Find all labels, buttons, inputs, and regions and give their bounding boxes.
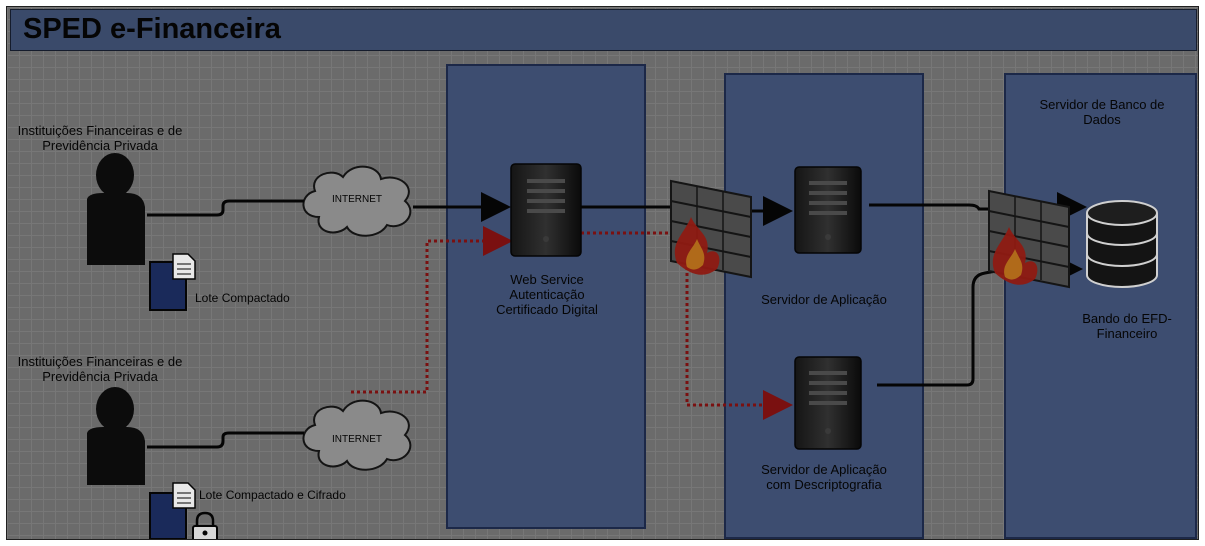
actor-2-doc-label: Lote Compactado e Cifrado xyxy=(199,488,346,502)
database-zone xyxy=(1004,73,1197,539)
internet-cloud-icon xyxy=(302,165,412,237)
person-icon xyxy=(87,153,145,265)
db-server-zone-label: Servidor de Banco de Dados xyxy=(1039,97,1165,127)
title-bar: SPED e-Financeira xyxy=(10,9,1197,51)
firewall-icon xyxy=(988,189,1070,289)
decrypt-server-label: Servidor de Aplicação com Descriptografi… xyxy=(761,462,887,492)
database-label: Bando do EFD- Financeiro xyxy=(1082,311,1172,341)
person-icon xyxy=(87,387,145,485)
actor-1-doc-label: Lote Compactado xyxy=(195,291,290,305)
actor-2-label: Instituições Financeiras e de Previdênci… xyxy=(17,354,183,384)
internet-2-label: INTERNET xyxy=(332,434,382,445)
diagram-canvas: SPED e-Financeira Servidor de Banco de D… xyxy=(6,6,1199,540)
internet-cloud-icon xyxy=(302,399,412,471)
web-service-zone xyxy=(446,64,646,529)
web-service-label: Web Service Autenticação Certificado Dig… xyxy=(496,272,598,317)
page-title: SPED e-Financeira xyxy=(23,13,281,45)
document-icon xyxy=(149,482,196,539)
diagram-graphics xyxy=(87,153,1158,539)
actor-1-label: Instituições Financeiras e de Previdênci… xyxy=(17,123,183,153)
document-icon xyxy=(149,253,196,311)
decrypt-server-icon xyxy=(794,356,862,450)
application-zone xyxy=(724,73,924,539)
web-service-server-icon xyxy=(510,163,582,257)
database-icon xyxy=(1086,200,1158,288)
internet-1-label: INTERNET xyxy=(332,194,382,205)
firewall-icon xyxy=(670,179,752,279)
lock-icon xyxy=(192,511,218,539)
encrypted-flow xyxy=(351,226,793,420)
app-server-icon xyxy=(794,166,862,254)
plain-connections xyxy=(147,192,1087,449)
app-server-label: Servidor de Aplicação xyxy=(761,292,887,307)
